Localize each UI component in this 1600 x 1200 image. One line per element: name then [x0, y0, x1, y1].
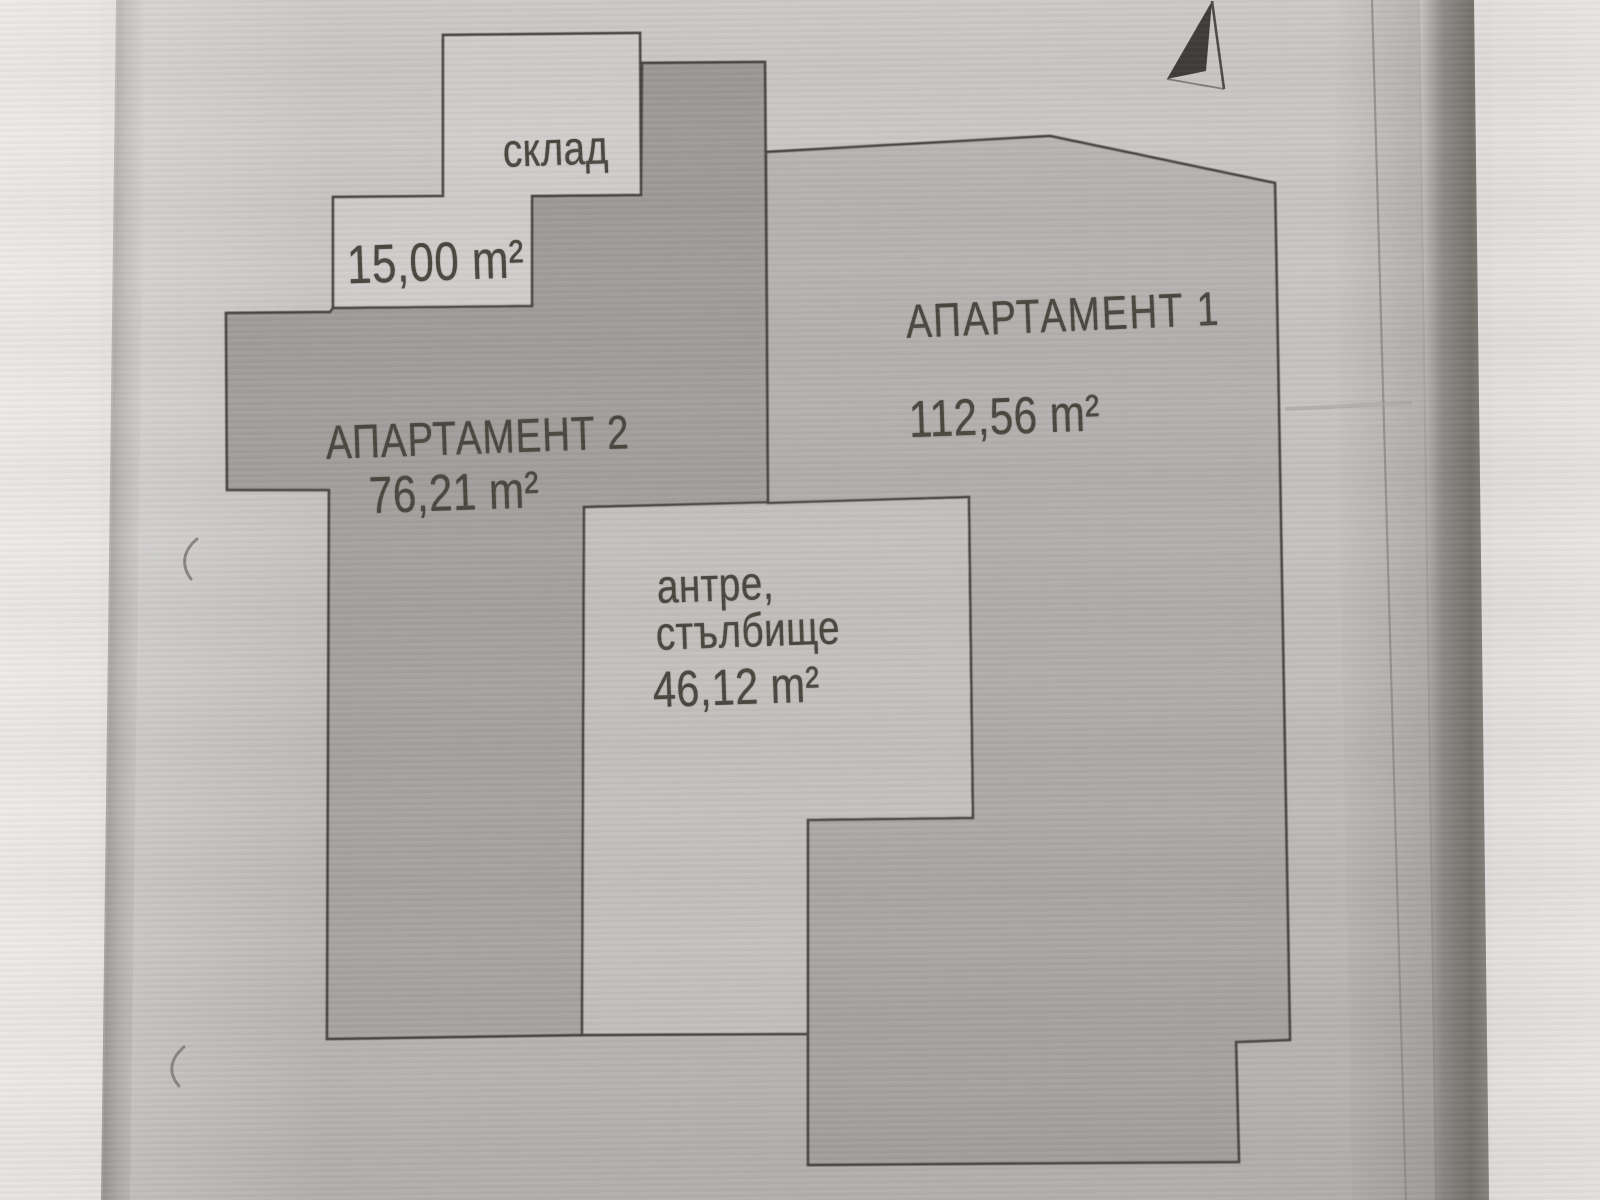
room-label-apartment-2: АПАРТАМЕНТ 2	[324, 406, 631, 470]
paper-grain-overlay	[100, 0, 1492, 1200]
area-label-sklad: 15,00 m²	[345, 228, 526, 296]
room-label-sklad: склад	[501, 121, 610, 178]
area-label-apartment-2: 76,21 m²	[367, 461, 540, 525]
room-label-antre-line2: стълбище	[654, 601, 841, 661]
area-label-antre: 46,12 m²	[651, 654, 821, 718]
area-label-apartment-1: 112,56 m²	[907, 385, 1101, 449]
room-label-apartment-1: АПАРТАМЕНТ 1	[904, 282, 1222, 349]
